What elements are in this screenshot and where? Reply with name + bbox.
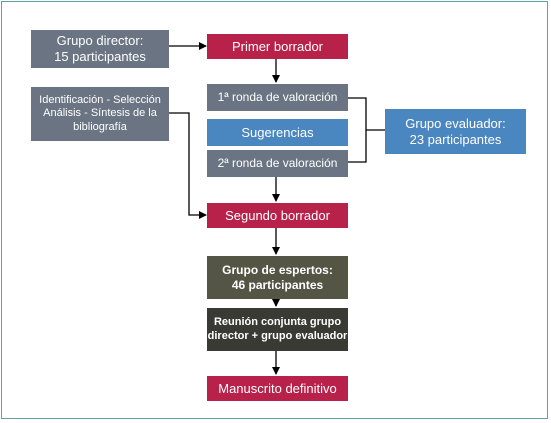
- segundo-borrador-box: Segundo borrador: [207, 203, 348, 228]
- identificacion-line-3: bibliografía: [73, 120, 127, 133]
- bracket-evaluador-rondas: [348, 97, 367, 163]
- grupo-expertos-box: Grupo de espertos: 46 participantes: [207, 256, 348, 299]
- ronda2-box: 2ª ronda de valoración: [207, 150, 348, 177]
- manuscrito-label: Manuscrito definitivo: [218, 380, 337, 396]
- grupo-expertos-line-2: 46 participantes: [231, 277, 324, 292]
- segundo-borrador-label: Segundo borrador: [225, 207, 330, 223]
- sugerencias-box: Sugerencias: [207, 119, 348, 146]
- ronda1-box: 1ª ronda de valoración: [207, 84, 348, 111]
- reunion-box: Reunión conjunta grupo director + grupo …: [207, 308, 348, 351]
- reunion-line-2: director + grupo evaluador: [207, 329, 348, 342]
- grupo-evaluador-line-1: Grupo evaluador:: [405, 115, 506, 131]
- identificacion-line-2: Análisis - Síntesis de la: [43, 107, 157, 120]
- grupo-expertos-line-1: Grupo de espertos:: [222, 263, 333, 278]
- grupo-evaluador-line-2: 23 participantes: [409, 131, 502, 147]
- grupo-director-line-2: 15 participantes: [54, 49, 146, 64]
- grupo-director-box: Grupo director: 15 participantes: [31, 30, 169, 68]
- ronda2-label: 2ª ronda de valoración: [217, 156, 338, 171]
- grupo-evaluador-box: Grupo evaluador: 23 participantes: [385, 109, 526, 154]
- ronda1-label: 1ª ronda de valoración: [217, 90, 338, 105]
- primer-borrador-label: Primer borrador: [231, 38, 324, 54]
- identificacion-box: Identificación - Selección Análisis - Sí…: [31, 87, 169, 141]
- primer-borrador-box: Primer borrador: [207, 34, 348, 59]
- manuscrito-box: Manuscrito definitivo: [207, 376, 348, 401]
- sugerencias-label: Sugerencias: [241, 124, 314, 140]
- grupo-director-line-1: Grupo director:: [56, 33, 144, 49]
- reunion-line-1: Reunión conjunta grupo: [213, 316, 342, 329]
- arrow-identificacion-to-segundo: [169, 112, 207, 219]
- identificacion-line-1: Identificación - Selección: [39, 94, 161, 107]
